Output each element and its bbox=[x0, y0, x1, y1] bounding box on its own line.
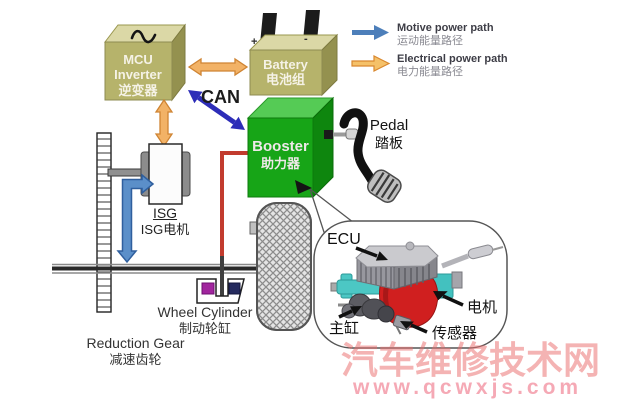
battery-minus-sign: - bbox=[304, 33, 308, 45]
electrical-arrow-mcu-battery bbox=[187, 57, 249, 77]
motive-power-arrow-icon bbox=[352, 25, 389, 40]
wheel-cylinder-label: Wheel Cylinder 制动轮缸 bbox=[157, 304, 253, 336]
sensor-label: 传感器 bbox=[432, 325, 478, 342]
pedal-assembly bbox=[324, 108, 402, 203]
watermark-title: 汽车维修技术网 bbox=[341, 340, 600, 381]
pedal-arm bbox=[339, 108, 378, 188]
watermark-url: www.qcwxjs.com bbox=[353, 376, 583, 399]
master-cylinder-label: 主缸 bbox=[329, 320, 360, 337]
pedal-label: Pedal 踏板 bbox=[369, 117, 409, 151]
mcu-inverter-label: MCU Inverter 逆变器 bbox=[114, 52, 162, 98]
pedal-pad bbox=[367, 169, 402, 203]
booster-box bbox=[246, 96, 335, 199]
input-rod bbox=[441, 253, 469, 269]
legend-motive-label: Motive power path bbox=[397, 22, 494, 34]
reduction-gear-rack bbox=[96, 132, 112, 313]
mcu-inverter-box bbox=[103, 23, 187, 102]
motive-arrow-isg-axle bbox=[116, 173, 155, 264]
reduction-gear-label: Reduction Gear 减速齿轮 bbox=[86, 335, 185, 367]
hydraulic-line bbox=[220, 151, 248, 256]
ac-wave-icon bbox=[130, 29, 157, 44]
tire bbox=[249, 202, 312, 331]
master-cylinder-part bbox=[338, 293, 395, 323]
battery-label: Battery 电池组 bbox=[263, 57, 308, 88]
legend-electrical-label: Electrical power path bbox=[397, 53, 508, 65]
can-bus-arrow bbox=[188, 90, 245, 130]
battery-plus-sign: + bbox=[251, 36, 258, 48]
booster-label: Booster 助力器 bbox=[252, 138, 309, 171]
electrical-arrow-mcu-isg bbox=[154, 98, 174, 148]
battery-terminal-negative bbox=[303, 10, 320, 41]
callout-label-arrows bbox=[338, 246, 464, 334]
can-bus-label: CAN bbox=[201, 87, 240, 107]
axle-shaft bbox=[52, 263, 282, 274]
electrical-power-arrow-icon bbox=[351, 55, 391, 72]
isg-motor bbox=[140, 143, 191, 205]
ecu-gray-part bbox=[355, 241, 439, 290]
ecu-label: ECU bbox=[327, 231, 361, 248]
legend-electrical-label-zh: 电力能量路径 bbox=[397, 66, 463, 78]
wheel-cylinder bbox=[196, 278, 245, 304]
battery-box bbox=[248, 10, 339, 97]
legend-motive-label-zh: 运动能量路径 bbox=[397, 35, 463, 47]
isg-label: ISG ISG电机 bbox=[140, 205, 190, 237]
booster-assembly-render bbox=[330, 241, 504, 335]
motor-label: 电机 bbox=[467, 299, 498, 316]
